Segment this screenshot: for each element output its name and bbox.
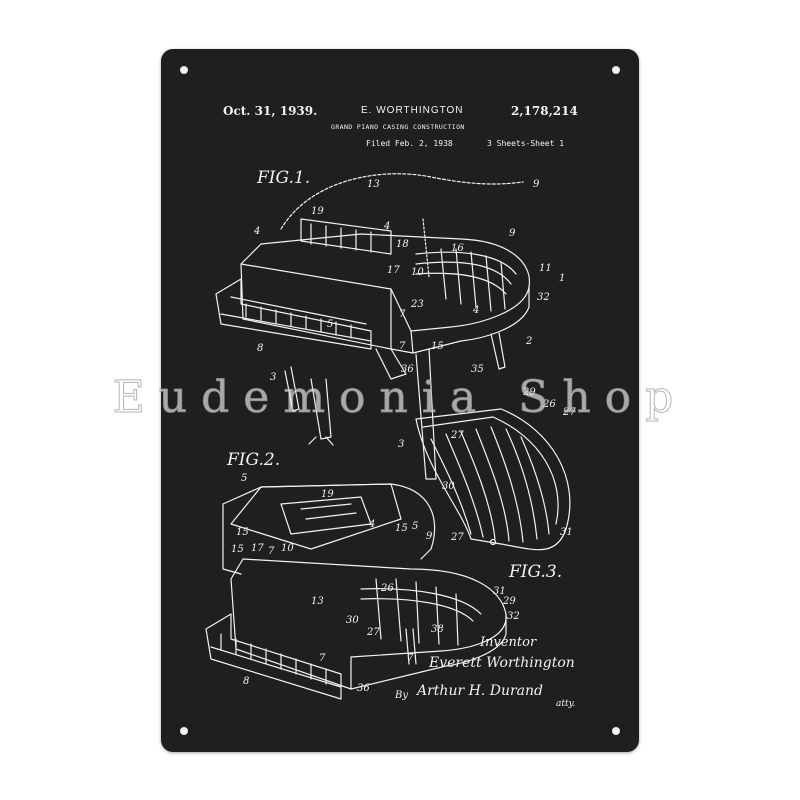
svg-text:5: 5	[412, 521, 418, 532]
patent-drawing: 13 9 19 4 4 9 18 16 17 10 11 1 32 23 5 7…	[205, 173, 576, 700]
svg-text:7: 7	[319, 653, 326, 664]
svg-text:36: 36	[357, 683, 370, 694]
patent-inventor: E. WORTHINGTON	[361, 105, 464, 116]
svg-text:27: 27	[562, 407, 576, 418]
svg-text:27: 27	[450, 532, 464, 543]
svg-text:13: 13	[311, 596, 324, 607]
svg-text:26: 26	[542, 399, 556, 410]
svg-text:8: 8	[243, 676, 249, 687]
svg-text:5: 5	[241, 473, 247, 484]
svg-text:11: 11	[539, 263, 552, 274]
attorney-abbrev: atty.	[556, 699, 576, 709]
mount-hole-bottom-right	[612, 727, 620, 735]
inventor-label: Inventor	[480, 635, 537, 650]
svg-text:31: 31	[560, 527, 573, 538]
inventor-signature: Everett Worthington	[429, 655, 575, 671]
svg-text:29: 29	[522, 387, 536, 398]
svg-text:9: 9	[533, 179, 540, 190]
svg-text:13: 13	[367, 179, 380, 190]
svg-text:4: 4	[368, 519, 375, 530]
mount-hole-top-left	[180, 66, 188, 74]
mount-hole-bottom-left	[180, 727, 188, 735]
svg-text:8: 8	[257, 343, 263, 354]
metal-sign: Oct. 31, 1939. E. WORTHINGTON 2,178,214 …	[161, 49, 639, 752]
svg-text:32: 32	[537, 292, 550, 303]
svg-text:17: 17	[387, 265, 400, 276]
patent-sheets: 3 Sheets-Sheet 1	[487, 139, 565, 148]
patent-date: Oct. 31, 1939.	[223, 104, 318, 118]
svg-text:32: 32	[507, 611, 520, 622]
svg-text:15: 15	[231, 544, 244, 555]
mount-hole-top-right	[612, 66, 620, 74]
svg-text:35: 35	[471, 364, 484, 375]
fig1-piano-drawing	[215, 173, 531, 480]
svg-text:19: 19	[321, 489, 334, 500]
svg-text:7: 7	[268, 546, 275, 557]
svg-text:4: 4	[253, 226, 260, 237]
svg-text:9: 9	[509, 228, 516, 239]
attorney-signature: Arthur H. Durand	[417, 683, 543, 699]
svg-text:15: 15	[431, 341, 444, 352]
svg-text:19: 19	[311, 206, 324, 217]
svg-text:3: 3	[398, 439, 404, 450]
fig2-casing-drawing	[205, 483, 507, 700]
svg-text:10: 10	[411, 267, 424, 278]
svg-text:30: 30	[442, 481, 455, 492]
svg-text:5: 5	[327, 319, 333, 330]
sign-face: Oct. 31, 1939. E. WORTHINGTON 2,178,214 …	[161, 49, 639, 752]
svg-text:36: 36	[401, 364, 414, 375]
svg-text:27: 27	[450, 430, 464, 441]
svg-text:18: 18	[396, 239, 409, 250]
patent-title: GRAND PIANO CASING CONSTRUCTION	[331, 123, 465, 131]
fig3-rim-drawing	[415, 408, 571, 551]
svg-text:23: 23	[410, 299, 424, 310]
svg-text:26: 26	[380, 583, 394, 594]
svg-text:15: 15	[395, 523, 408, 534]
figure-3-label: FIG.3.	[509, 562, 563, 582]
svg-text:15: 15	[236, 527, 249, 538]
svg-text:29: 29	[502, 596, 516, 607]
svg-text:31: 31	[493, 586, 506, 597]
svg-text:9: 9	[426, 531, 433, 542]
svg-text:30: 30	[346, 615, 359, 626]
svg-text:27: 27	[366, 627, 380, 638]
svg-text:7: 7	[399, 309, 406, 320]
svg-text:7: 7	[399, 341, 406, 352]
figure-2-label: FIG.2.	[227, 450, 281, 470]
patent-number: 2,178,214	[511, 104, 578, 118]
svg-text:1: 1	[559, 273, 565, 284]
figure-1-label: FIG.1.	[257, 168, 311, 188]
svg-text:2: 2	[525, 336, 532, 347]
svg-text:38: 38	[431, 624, 444, 635]
svg-text:7: 7	[407, 653, 414, 664]
reference-numerals: 13 9 19 4 4 9 18 16 17 10 11 1 32 23 5 7…	[231, 179, 576, 694]
svg-text:16: 16	[451, 243, 464, 254]
patent-filed-date: Filed Feb. 2, 1938	[366, 139, 453, 148]
svg-text:4: 4	[472, 305, 479, 316]
svg-text:3: 3	[270, 372, 276, 383]
svg-text:4: 4	[383, 221, 390, 232]
svg-text:10: 10	[281, 543, 294, 554]
by-label: By	[395, 690, 408, 701]
svg-text:17: 17	[251, 543, 264, 554]
